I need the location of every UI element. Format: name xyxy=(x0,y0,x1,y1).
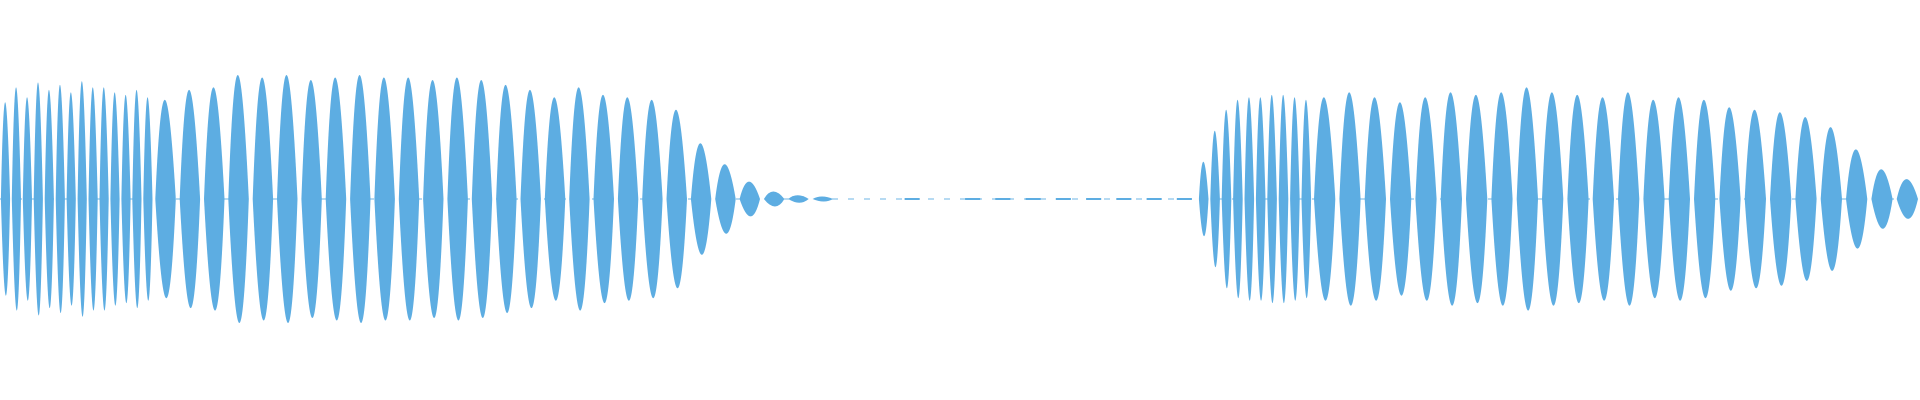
waveform-lobe xyxy=(121,94,131,304)
waveform-lobe xyxy=(55,84,65,314)
waveform-lobe xyxy=(1221,109,1232,289)
waveform-lobe xyxy=(1466,94,1488,304)
waveform-lobe xyxy=(447,77,468,321)
waveform-lobe xyxy=(690,143,712,255)
waveform-lobe xyxy=(350,75,371,323)
waveform-lobe xyxy=(617,97,639,301)
waveform-lobe xyxy=(1770,112,1792,286)
waveform-lobe xyxy=(1592,97,1614,301)
waveform-lobe xyxy=(544,97,566,301)
waveform-lobe xyxy=(1278,94,1289,304)
waveform-lobe xyxy=(520,89,541,309)
waveform-lobe xyxy=(593,94,614,304)
waveform-lobe xyxy=(1244,97,1255,301)
waveform-lobe xyxy=(1233,99,1243,299)
waveform-lobe xyxy=(110,92,120,306)
waveform-lobe xyxy=(1542,92,1564,306)
waveform-speck xyxy=(904,198,920,200)
waveform-lobe xyxy=(788,195,809,203)
waveform-lobe xyxy=(715,164,736,234)
waveform-lobe xyxy=(1896,179,1918,219)
waveform-lobe xyxy=(1846,149,1868,249)
waveform-lobe xyxy=(22,97,32,301)
waveform-lobe xyxy=(228,75,249,323)
waveform-lobe xyxy=(398,77,420,321)
waveform-lobe xyxy=(1198,161,1209,237)
waveform-lobe xyxy=(1643,99,1665,299)
waveform-lobe xyxy=(11,87,21,311)
waveform-lobe xyxy=(1290,97,1300,301)
waveform-lobe xyxy=(739,181,760,217)
waveform-lobe xyxy=(569,87,590,311)
waveform-lobe xyxy=(812,196,834,202)
waveform-lobe xyxy=(88,87,98,311)
waveform-lobe xyxy=(1694,99,1716,299)
waveform-lobe xyxy=(252,77,274,321)
waveform-lobe xyxy=(132,89,142,309)
waveform-lobe xyxy=(1415,97,1437,301)
waveform-lobe xyxy=(301,79,322,319)
waveform-speck xyxy=(1116,198,1132,200)
waveform-lobe xyxy=(66,92,76,306)
waveform-lobe xyxy=(471,79,493,319)
waveform-speck xyxy=(1025,198,1041,200)
waveform-lobe xyxy=(496,84,517,314)
waveform-lobe xyxy=(666,109,687,289)
waveform-lobe xyxy=(642,99,663,299)
waveform-lobe xyxy=(1339,92,1361,306)
waveform-speck xyxy=(1086,198,1102,200)
waveform-speck xyxy=(995,198,1011,200)
waveform-lobe xyxy=(1267,94,1277,304)
waveform-lobe xyxy=(763,191,785,207)
waveform-lobe xyxy=(155,99,176,299)
waveform-lobe xyxy=(1871,169,1893,229)
waveform-lobe xyxy=(1668,97,1690,301)
waveform-lobe xyxy=(1440,92,1462,306)
waveform-speck xyxy=(1176,198,1192,200)
waveform-lobe xyxy=(44,89,54,309)
waveform-speck xyxy=(1146,198,1162,200)
waveform-lobes xyxy=(0,75,1918,323)
waveform-lobe xyxy=(204,87,225,311)
waveform-lobe xyxy=(99,87,109,311)
waveform-lobe xyxy=(1719,107,1741,291)
waveform-lobe xyxy=(143,97,153,301)
waveform-lobe xyxy=(0,102,11,296)
waveform-lobe xyxy=(1820,127,1842,271)
waveform-lobe xyxy=(1301,99,1312,299)
waveform-lobe xyxy=(277,75,298,323)
waveform-lobe xyxy=(325,77,347,321)
waveform-lobe xyxy=(1618,92,1640,306)
waveform-lobe xyxy=(1255,97,1266,301)
waveform-lobe xyxy=(423,79,444,319)
waveform-lobe xyxy=(1210,130,1220,268)
waveform-lobe xyxy=(33,82,43,316)
waveform-speck xyxy=(965,198,981,200)
waveform-lobe xyxy=(179,89,201,309)
waveform-lobe xyxy=(1744,109,1766,289)
waveform-lobe xyxy=(1314,97,1336,301)
waveform-lobe xyxy=(1795,117,1817,281)
waveform-lobe xyxy=(77,81,87,317)
waveform-speck xyxy=(1055,198,1071,200)
waveform-lobe xyxy=(1491,92,1513,306)
waveform-lobe xyxy=(1516,87,1538,311)
waveform-lobe xyxy=(1567,94,1589,304)
waveform-lobe xyxy=(1390,102,1412,296)
waveform-lobe xyxy=(374,77,395,321)
waveform-lobe xyxy=(1364,97,1386,301)
